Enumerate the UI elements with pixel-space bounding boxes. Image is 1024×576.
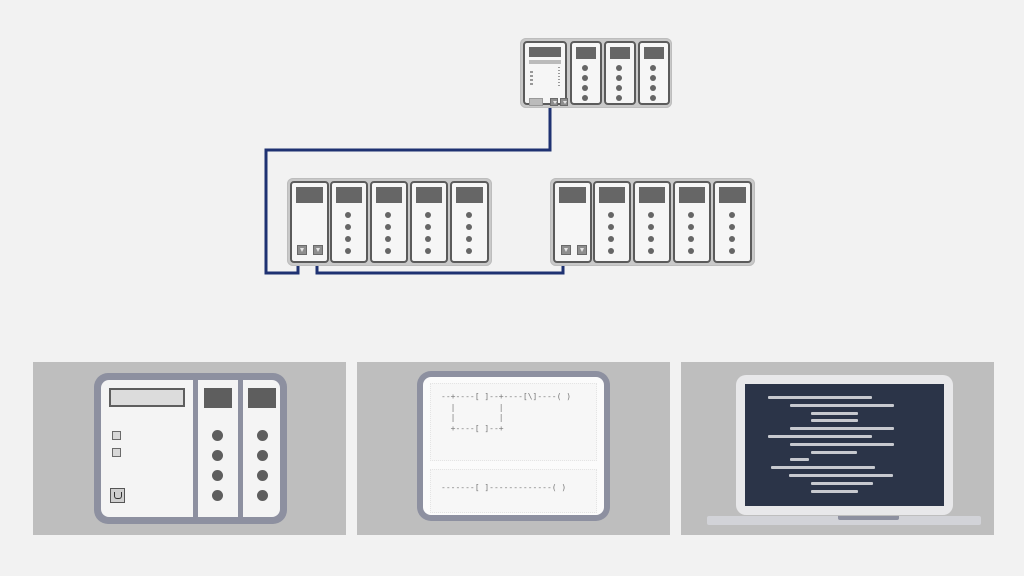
code-line	[811, 489, 858, 493]
ethernet-port-icon	[577, 245, 587, 255]
rung-1-box: --+----[ ]--+----[\]----( ) | | | | +---…	[430, 383, 597, 461]
cpu-vent-slots	[558, 67, 560, 87]
led-icon	[257, 450, 268, 461]
led-icon	[212, 490, 223, 501]
code-line	[768, 396, 872, 399]
cpu-card-slot	[529, 98, 543, 106]
code-line	[811, 411, 858, 415]
panel-ladder-logic: --+----[ ]--+----[\]----( ) | | | | +---…	[357, 362, 670, 535]
io-module	[330, 181, 368, 263]
panel-programming-software	[681, 362, 994, 535]
ethernet-port-icon	[560, 98, 568, 106]
plc-display	[109, 388, 185, 407]
io-module	[604, 41, 636, 105]
code-line	[790, 403, 894, 407]
adapter-module	[290, 181, 329, 263]
rung-2-box: -------[ ]-------------( )	[430, 469, 597, 513]
laptop-notch	[838, 516, 899, 520]
ethernet-port-icon	[313, 245, 323, 255]
ladder-rung-1-line-3: | |	[441, 413, 504, 422]
code-line	[811, 450, 857, 454]
io-module	[370, 181, 408, 263]
ethernet-port-icon	[297, 245, 307, 255]
io-module	[593, 181, 631, 263]
code-line	[789, 474, 893, 477]
panel-plc-hardware	[33, 362, 346, 535]
module-label	[204, 388, 232, 408]
io-module	[713, 181, 752, 263]
cpu-label-plate	[529, 47, 561, 57]
led-icon	[212, 450, 223, 461]
code-line	[790, 427, 894, 431]
io-module	[633, 181, 671, 263]
io-module	[450, 181, 489, 263]
led-icon	[257, 490, 268, 501]
code-editor-screen	[745, 384, 944, 506]
code-line	[768, 435, 872, 438]
cpu-display-bar	[529, 60, 561, 64]
io-module	[673, 181, 711, 263]
laptop-base	[707, 516, 981, 525]
controller-rack	[520, 38, 672, 108]
code-line	[811, 419, 858, 423]
plc-device-icon	[94, 373, 287, 524]
cpu-status-leds	[530, 71, 533, 85]
adapter-module	[553, 181, 592, 263]
ladder-rung-1-line-1: --+----[ ]--+----[\]----( )	[441, 392, 572, 401]
led-icon	[257, 430, 268, 441]
ethernet-port-icon	[561, 245, 571, 255]
led-icon	[212, 430, 223, 441]
tablet-icon: --+----[ ]--+----[\]----( ) | | | | +---…	[417, 371, 610, 521]
ladder-rung-1-line-2: | |	[441, 403, 504, 412]
ladder-rung-1-line-4: +----[ ]--+	[441, 424, 504, 433]
plc-button	[112, 431, 121, 440]
io-module	[638, 41, 670, 105]
laptop-icon	[736, 375, 953, 515]
remote-rack-a	[287, 178, 492, 266]
led-icon	[257, 470, 268, 481]
ethernet-port-icon	[550, 98, 558, 106]
code-line	[771, 466, 875, 470]
code-line	[790, 442, 894, 446]
cpu-module	[523, 41, 568, 106]
plc-button	[112, 448, 121, 457]
io-module	[410, 181, 448, 263]
code-line	[790, 458, 809, 462]
cable-controller-to-rack-a	[264, 103, 552, 275]
module-label	[248, 388, 276, 408]
ladder-rung-2-line-1: -------[ ]-------------( )	[441, 483, 567, 492]
io-module	[570, 41, 602, 105]
code-line	[811, 481, 873, 485]
led-icon	[212, 470, 223, 481]
ethernet-port-icon	[110, 488, 125, 503]
remote-rack-b	[550, 178, 755, 266]
